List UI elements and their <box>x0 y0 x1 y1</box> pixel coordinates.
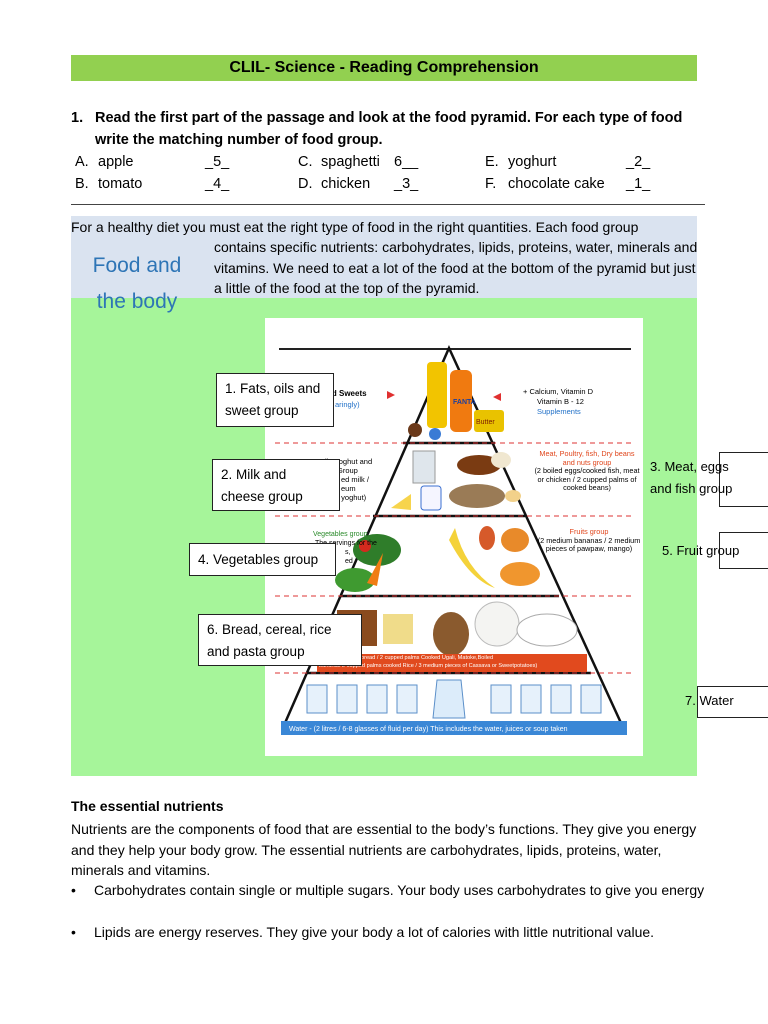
answer-item-a: A. apple _5_ <box>75 151 229 173</box>
question-number: 1. <box>71 110 84 126</box>
item-food: spaghetti <box>321 154 380 170</box>
item-answer: _1_ <box>626 176 651 192</box>
answer-box-5 <box>719 532 768 569</box>
milk-tier-line-4: eum <box>341 484 356 493</box>
section-heading: The essential nutrients <box>71 798 224 814</box>
answer-box-7 <box>697 686 768 718</box>
item-letter: A. <box>75 154 89 170</box>
intro-text: contains specific nutrients: carbohydrat… <box>214 239 698 296</box>
label-group-3: 3. Meat, eggs and fish group <box>650 456 732 500</box>
milk-tier-line-2: Group <box>337 466 358 475</box>
callout-group-2-line-2: cheese group <box>221 489 303 504</box>
intro-line-1: For a healthy diet you must eat the righ… <box>71 219 639 235</box>
callout-group-1-line-1: 1. Fats, oils and <box>225 381 321 396</box>
item-letter: F. <box>485 176 497 192</box>
bullet-item: • Lipids are energy reserves. They give … <box>71 922 711 943</box>
veg-tier-line-3: ed <box>345 558 353 565</box>
milk-tier-line-5: f yoghut) <box>337 493 367 502</box>
water-tier-text: Water - (2 litres / 6-8 glasses of fluid… <box>289 726 568 733</box>
item-letter: B. <box>75 176 89 192</box>
callout-group-6-line-2: and pasta group <box>207 644 305 659</box>
item-food: chocolate cake <box>508 176 605 192</box>
section-title: Food and the body <box>82 248 192 320</box>
label-group-3-line-2: and fish group <box>650 481 733 496</box>
callout-group-4: 4. Vegetables group <box>189 543 336 576</box>
item-answer: _2_ <box>626 154 651 170</box>
label-group-7: 7. Water <box>685 693 734 708</box>
item-letter: C. <box>298 154 313 170</box>
grains-tier-text-2: bananas 2 cupped palms cooked Rice / 3 m… <box>319 663 538 669</box>
label-group-5: 5. Fruit group <box>662 543 740 558</box>
item-food: yoghurt <box>508 154 557 170</box>
nutrients-paragraph: Nutrients are the components of food tha… <box>71 821 697 878</box>
veg-tier-line-2: s, <box>345 549 351 556</box>
item-answer: _3_ <box>394 176 419 192</box>
meat-tier-title: Meat, Poultry, fish, Dry beans and nuts … <box>539 450 635 467</box>
answer-item-b: B. tomato _4_ <box>75 173 229 195</box>
divider <box>71 204 705 205</box>
meat-tier-servings: (2 boiled eggs/cooked fish, meat or chic… <box>534 466 640 493</box>
answer-item-e: E. yoghurt _2_ <box>485 151 650 173</box>
supplements-line-3: Supplements <box>537 407 581 416</box>
fruit-tier-title: Fruits group <box>569 528 609 536</box>
label-group-3-line-1: 3. Meat, eggs <box>650 459 729 474</box>
question-1: 1. Read the first part of the passage an… <box>71 107 711 151</box>
page-title: CLIL- Science - Reading Comprehension <box>71 55 697 81</box>
bullet-item: • Carbohydrates contain single or multip… <box>71 880 711 901</box>
callout-group-6-line-1: 6. Bread, cereal, rice <box>207 622 332 637</box>
answer-item-f: F. chocolate cake _1_ <box>485 173 650 195</box>
item-answer: _5_ <box>205 154 230 170</box>
fruit-tier-servings: (2 medium bananas / 2 medium pieces of p… <box>537 535 641 554</box>
intro-panel <box>71 216 697 298</box>
bullet-symbol: • <box>71 924 76 940</box>
bullet-symbol: • <box>71 882 76 898</box>
callout-group-1: 1. Fats, oils and sweet group <box>216 373 334 427</box>
callout-group-6: 6. Bread, cereal, rice and pasta group <box>198 614 362 666</box>
section-title-line-2: the body <box>96 290 178 313</box>
grains-tier-text: rains (5 slices of bread / 2 cupped palm… <box>319 655 494 661</box>
milk-tier-line-1: lk, Yoghut and <box>325 457 372 466</box>
item-answer: _4_ <box>205 176 230 192</box>
item-food: apple <box>98 154 134 170</box>
veg-tier-line-1: The servings for the <box>315 540 377 547</box>
fats-tier-sub: aringly) <box>335 400 360 409</box>
item-letter: D. <box>298 176 313 192</box>
veg-tier-title: Vegetables group <box>313 531 368 538</box>
milk-tier-line-3: ed milk / <box>341 475 370 484</box>
fats-tier-text: nd Sweets <box>327 389 367 398</box>
callout-group-1-line-2: sweet group <box>225 403 299 418</box>
bullet-text: Carbohydrates contain single or multiple… <box>94 882 705 898</box>
answer-item-c: C. spaghetti 6__ <box>298 151 418 173</box>
question-text: Read the first part of the passage and l… <box>95 110 683 148</box>
fanta-label: FANTA <box>453 399 476 406</box>
item-letter: E. <box>485 154 499 170</box>
butter-label: Butter <box>476 419 495 426</box>
supplements-line-2: Vitamin B - 12 <box>537 397 584 406</box>
item-answer: 6__ <box>394 154 419 170</box>
bullet-text: Lipids are energy reserves. They give yo… <box>94 924 655 940</box>
answer-box-3 <box>719 452 768 507</box>
section-title-line-1: Food and <box>92 254 182 277</box>
callout-group-2-line-1: 2. Milk and <box>221 467 287 482</box>
item-food: tomato <box>98 176 143 192</box>
callout-group-2: 2. Milk and cheese group <box>212 459 340 511</box>
answer-item-d: D. chicken _3_ <box>298 173 418 195</box>
item-food: chicken <box>321 176 371 192</box>
supplements-line-1: + Calcium, Vitamin D <box>523 387 594 396</box>
